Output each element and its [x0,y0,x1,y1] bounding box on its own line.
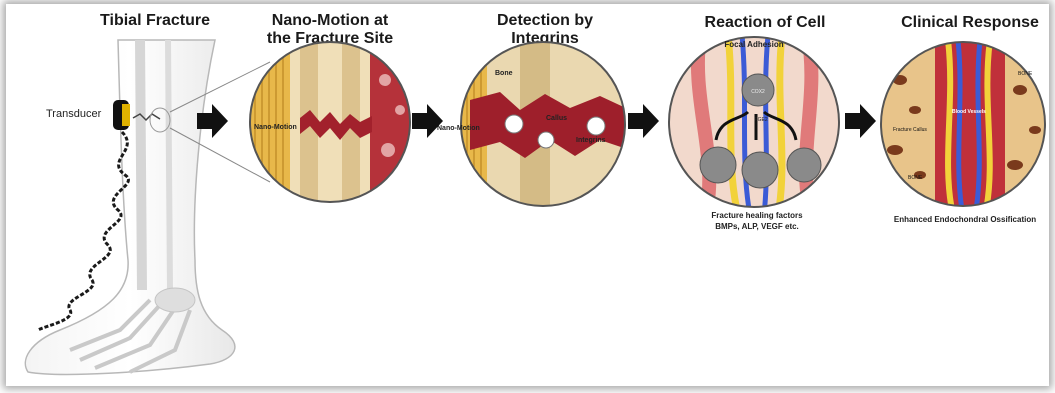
circle-clinical-response [875,40,1055,210]
label-enhanced-ossification: Enhanced Endochondral Ossification [894,215,1036,224]
label-bone-lower: BONE [908,175,923,181]
arrow-4 [845,104,876,138]
label-pge2: PGE2 [754,117,768,123]
leg-illustration [25,40,270,374]
label-focal-adhesion: Focal Adhesion [724,40,783,49]
circle-detection [455,40,635,210]
arrow-2 [412,104,443,138]
label-nano-motion-1: Nano-Motion [254,124,297,131]
label-factors-line1: Fracture healing factors [711,211,803,220]
label-factors-line2: BMPs, ALP, VEGF etc. [715,222,799,231]
label-nano-motion-2: Nano-Motion [437,125,480,132]
label-callus: Callus [546,115,567,122]
label-fracture-callus: Fracture Callus [893,127,927,133]
label-bone: Bone [495,70,513,77]
label-cox2: COX2 [751,89,765,95]
arrow-3 [628,104,659,138]
label-bone-upper: BONE [1018,71,1033,77]
circle-reaction-of-cell [665,35,845,215]
label-blood-vessels: Blood Vessels [952,109,986,115]
label-integrins: Integrins [576,137,606,144]
label-transducer: Transducer [46,108,102,120]
